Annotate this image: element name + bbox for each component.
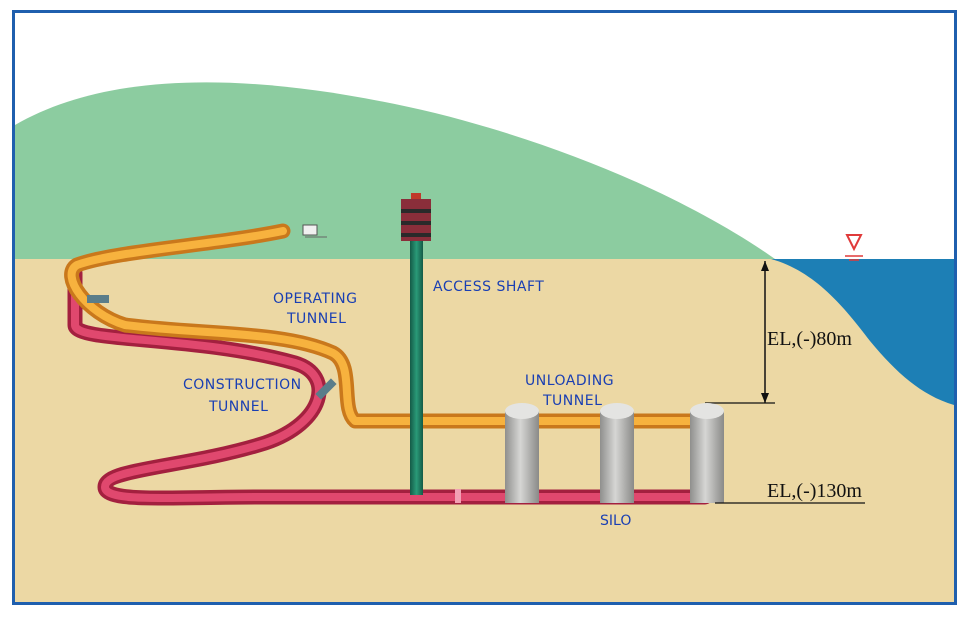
label-unloading-tunnel-line1: UNLOADING (525, 373, 614, 389)
tunnel-connector (315, 378, 337, 400)
label-construction-tunnel-line2: TUNNEL (208, 399, 268, 415)
water-level-triangle-icon (845, 234, 863, 261)
label-silo: SILO (600, 513, 631, 529)
tunnel-connector (87, 295, 109, 303)
ground (15, 259, 954, 602)
silo (600, 403, 634, 503)
shaft-headframe (401, 193, 431, 241)
portal-building-icon (302, 224, 327, 238)
diagram-frame: ACCESS SHAFT OPERATING TUNNEL CONSTRUCTI… (12, 10, 957, 605)
silo (690, 403, 724, 503)
silo (505, 403, 539, 503)
label-elevation-upper: EL,(-)80m (767, 328, 852, 350)
label-operating-tunnel-line1: OPERATING (273, 291, 357, 307)
label-operating-tunnel-line2: TUNNEL (286, 311, 346, 327)
label-unloading-tunnel-line2: TUNNEL (542, 393, 602, 409)
label-elevation-lower: EL,(-)130m (767, 480, 862, 502)
label-access-shaft: ACCESS SHAFT (433, 279, 544, 295)
hill (15, 82, 775, 259)
sea (771, 259, 954, 405)
tunnel-junction-marker (455, 489, 461, 503)
label-construction-tunnel-line1: CONSTRUCTION (183, 377, 302, 393)
elevation-dimension (705, 261, 775, 404)
access-shaft (410, 233, 423, 495)
silo-storage-diagram: ACCESS SHAFT OPERATING TUNNEL CONSTRUCTI… (15, 82, 954, 602)
